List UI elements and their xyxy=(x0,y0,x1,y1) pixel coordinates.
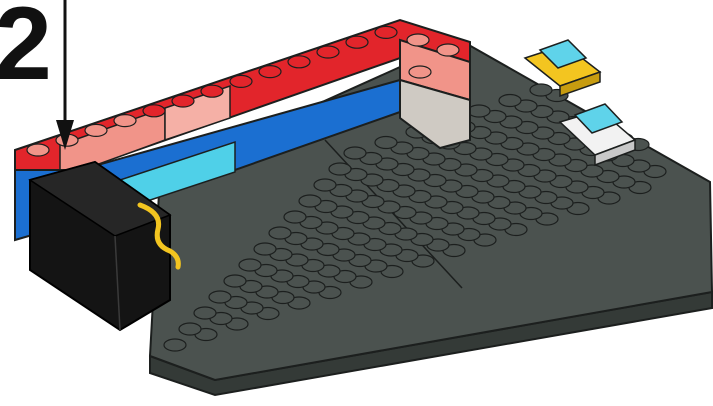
stud xyxy=(259,66,281,78)
stud xyxy=(224,275,246,287)
stud xyxy=(194,307,216,319)
stud xyxy=(27,144,49,156)
stud xyxy=(209,291,231,303)
arrow-down-icon xyxy=(56,0,74,150)
stud xyxy=(344,147,366,159)
stud xyxy=(143,105,165,117)
stud xyxy=(346,36,368,48)
stud xyxy=(85,124,107,136)
stud xyxy=(288,56,310,68)
stud xyxy=(437,44,459,56)
stud xyxy=(114,115,136,127)
stud xyxy=(375,26,397,38)
stud xyxy=(172,95,194,107)
stud xyxy=(375,137,397,149)
stud xyxy=(329,163,351,175)
stud xyxy=(284,211,306,223)
stud xyxy=(201,85,223,97)
stud xyxy=(254,243,276,255)
stud xyxy=(269,227,291,239)
stud xyxy=(407,34,429,46)
stud xyxy=(179,323,201,335)
stud xyxy=(468,105,490,117)
stud xyxy=(409,66,431,78)
stud xyxy=(530,84,552,96)
stud xyxy=(239,259,261,271)
stud xyxy=(317,46,339,58)
stud xyxy=(499,95,521,107)
stud xyxy=(299,195,321,207)
stud xyxy=(164,339,186,351)
stud xyxy=(230,75,252,87)
stud xyxy=(314,179,336,191)
